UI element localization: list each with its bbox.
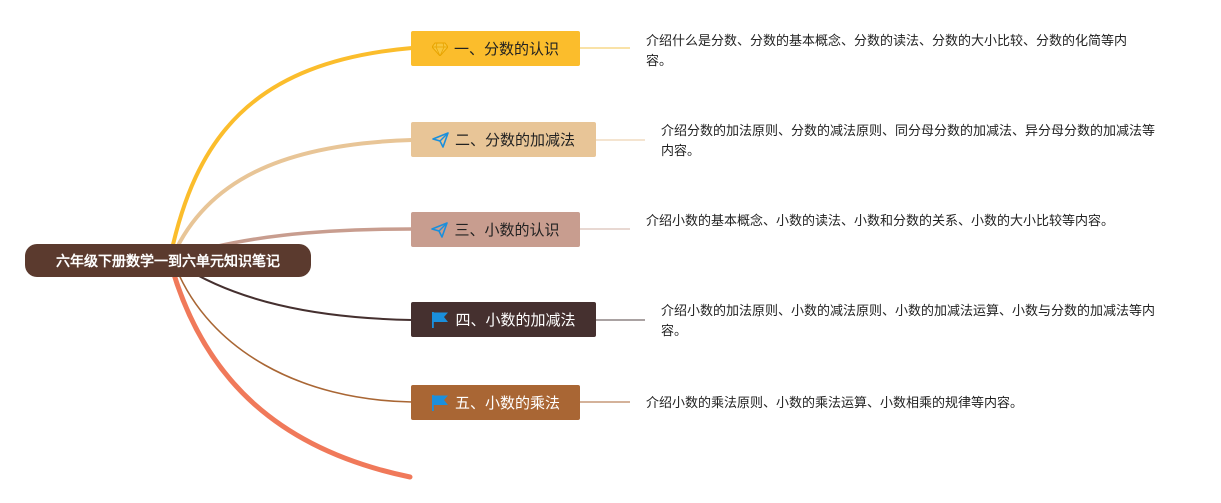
paper-plane-icon <box>432 131 449 148</box>
diamond-icon <box>431 42 448 56</box>
branch-label-4: 四、小数的加减法 <box>455 311 576 329</box>
root-node[interactable]: 六年级下册数学一到六单元知识笔记 <box>25 244 311 277</box>
connector-branch-2 <box>170 138 414 260</box>
branch-description-4: 介绍小数的加法原则、小数的减法原则、小数的加减法运算、小数与分数的加减法等内容。 <box>661 304 1156 339</box>
branch-node-1[interactable]: 一、分数的认识 <box>411 31 580 66</box>
branch-label-1: 一、分数的认识 <box>453 40 559 58</box>
connector-branch-1 <box>168 46 414 260</box>
branch-node-4[interactable]: 四、小数的加减法 <box>411 302 596 337</box>
connector-branch-extra <box>169 265 413 480</box>
branch-label-2: 二、分数的加减法 <box>454 131 575 149</box>
branch-node-5[interactable]: 五、小数的乘法 <box>411 385 580 420</box>
connector-branch-5 <box>175 267 413 403</box>
branch-label-5: 五、小数的乘法 <box>454 394 560 412</box>
branch-description-2: 介绍分数的加法原则、分数的减法原则、同分母分数的加减法、异分母分数的加减法等内容… <box>661 124 1156 159</box>
flag-icon <box>431 394 449 412</box>
branch-label-3: 三、小数的认识 <box>454 221 560 239</box>
flag-icon <box>431 311 449 329</box>
connector-branch-4 <box>179 264 413 321</box>
branch-description-3: 介绍小数的基本概念、小数的读法、小数和分数的关系、小数的大小比较等内容。 <box>646 214 1115 229</box>
branch-description-1: 介绍什么是分数、分数的基本概念、分数的读法、分数的大小比较、分数的化简等内容。 <box>646 34 1128 69</box>
branch-node-2[interactable]: 二、分数的加减法 <box>411 122 596 157</box>
branch-description-5: 介绍小数的乘法原则、小数的乘法运算、小数相乘的规律等内容。 <box>646 396 1024 411</box>
paper-plane-icon <box>431 221 449 238</box>
root-label: 六年级下册数学一到六单元知识笔记 <box>56 253 280 270</box>
branch-node-3[interactable]: 三、小数的认识 <box>411 212 580 247</box>
